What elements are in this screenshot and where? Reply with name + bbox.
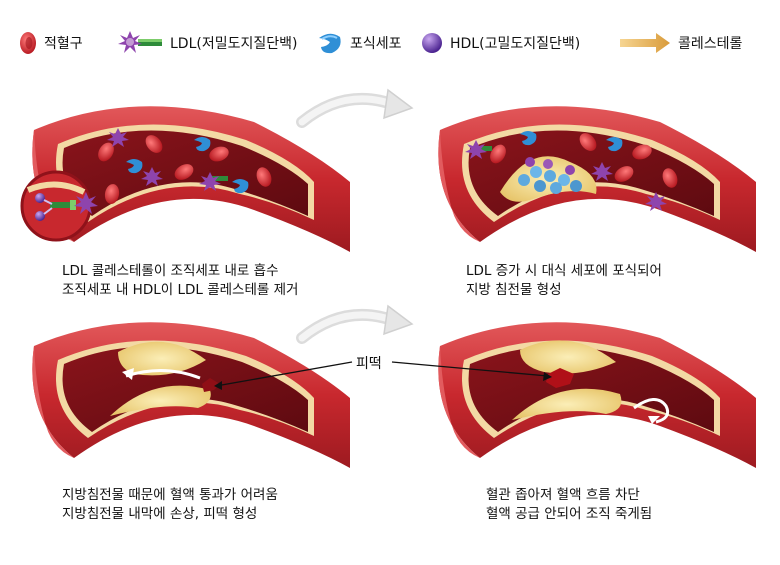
caption-1-line-1: LDL 콜레스테롤이 조직세포 내로 흡수 (62, 263, 279, 279)
legend-ldl-label: LDL(저밀도지질단백) (170, 36, 298, 52)
foam-cells-2 (518, 157, 582, 194)
macrophage-group-2 (520, 131, 623, 152)
rbc-group-1 (98, 135, 272, 204)
cholesterol-arrow-icon (620, 33, 670, 53)
hdl-molecule-icon (422, 33, 442, 53)
transition-arrow-top (296, 88, 414, 128)
clot-label: 피떡 (356, 356, 382, 372)
magnified-inset (20, 170, 98, 242)
caption-4-line-1: 혈관 좁아져 혈액 흐름 차단 (486, 487, 640, 503)
clot-4 (546, 368, 574, 388)
legend-rbc: 적혈구 (18, 28, 83, 58)
legend-hdl-label: HDL(고밀도지질단백) (450, 36, 581, 52)
caption-2-line-2: 지방 침전물 형성 (466, 282, 562, 298)
macrophage-icon (319, 33, 341, 54)
vessel-panel-4 (438, 322, 756, 468)
vessel-panel-1 (20, 106, 350, 252)
macrophage-group-1 (126, 137, 249, 194)
legend: 적혈구 LDL(저밀도지질단백) 포식세포 HDL(고밀도지질단백) 콜레스테롤 (0, 28, 780, 58)
legend-cholesterol: 콜레스테롤 (618, 28, 742, 58)
ldl-group-1 (107, 128, 228, 191)
caption-3-line-2: 지방침전물 내막에 손상, 피떡 형성 (62, 506, 258, 522)
caption-4-line-2: 혈액 공급 안되어 조직 죽게됨 (486, 506, 653, 522)
transition-arrow-bottom (296, 304, 414, 344)
caption-1-line-2: 조직세포 내 HDL이 LDL 콜레스테롤 제거 (62, 282, 299, 298)
legend-hdl: HDL(고밀도지질단백) (420, 28, 580, 58)
red-blood-cell-icon (20, 32, 36, 54)
caption-2-line-1: LDL 증가 시 대식 세포에 포식되어 (466, 263, 662, 279)
plaque-3 (110, 341, 211, 416)
caption-panel-2: LDL 증가 시 대식 세포에 포식되어 지방 침전물 형성 (466, 262, 662, 300)
legend-cholesterol-label: 콜레스테롤 (678, 36, 743, 52)
ldl-group-2 (465, 140, 667, 211)
caption-panel-1: LDL 콜레스테롤이 조직세포 내로 흡수 조직세포 내 HDL이 LDL 콜레… (62, 262, 298, 300)
turbulent-flow-arrow-4 (633, 398, 670, 424)
caption-3-line-1: 지방침전물 때문에 혈액 통과가 어려움 (62, 487, 278, 503)
ldl-molecule-icon (118, 31, 162, 53)
caption-panel-3: 지방침전물 때문에 혈액 통과가 어려움 지방침전물 내막에 손상, 피떡 형성 (62, 486, 278, 524)
legend-rbc-label: 적혈구 (44, 36, 83, 52)
plaque-2 (500, 156, 597, 202)
legend-macrophage-label: 포식세포 (350, 36, 402, 52)
vessel-panel-3 (32, 322, 350, 468)
vessel-panel-2 (438, 106, 756, 252)
rbc-group-2 (490, 133, 678, 188)
legend-ldl: LDL(저밀도지질단백) (116, 28, 297, 58)
legend-macrophage: 포식세포 (316, 28, 402, 58)
caption-panel-4: 혈관 좁아져 혈액 흐름 차단 혈액 공급 안되어 조직 죽게됨 (486, 486, 652, 524)
flow-arrow-3 (122, 368, 201, 380)
